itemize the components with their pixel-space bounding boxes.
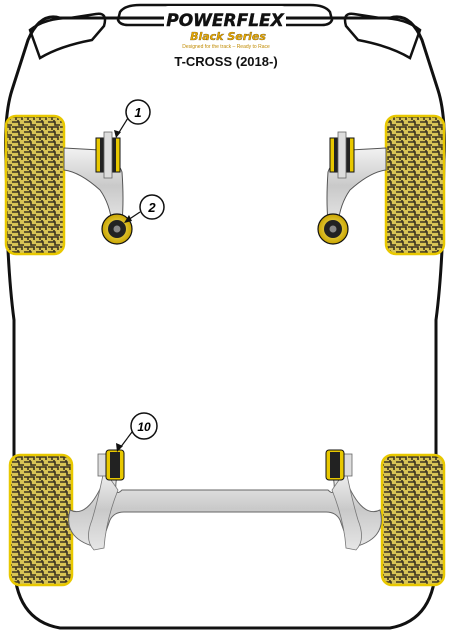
left-headlight-outline: [28, 12, 107, 60]
rear-right-arm: [331, 469, 362, 551]
callout-10: 10: [116, 412, 158, 452]
front-left-upper-bush: [95, 131, 121, 179]
rear-anti-roll-bar: [68, 469, 382, 549]
car-body-outline: [4, 15, 446, 630]
callout-2-label: 2: [147, 200, 156, 215]
front-left-rear-bush: [101, 213, 133, 245]
front-right-tyre: [384, 114, 446, 256]
logo-tagline: Designed for the track – Ready to Race: [182, 44, 270, 50]
logo-bottom-text: Black Series: [190, 30, 266, 43]
logo-top-text: POWERFLEX: [166, 11, 284, 31]
rear-right-arb-bush: [325, 449, 353, 481]
rear-right-tyre: [380, 453, 446, 587]
front-left-tyre: [4, 114, 66, 256]
model-title: T-CROSS (2018-): [174, 54, 277, 69]
callout-10-label: 10: [137, 420, 151, 434]
callout-1: 1: [114, 99, 151, 138]
front-right-upper-bush: [329, 131, 355, 179]
callout-2: 2: [124, 194, 165, 223]
rear-left-tyre: [8, 453, 74, 587]
rear-left-arb-bush: [97, 449, 125, 481]
powerflex-logo: POWERFLEX Black Series Designed for the …: [164, 6, 286, 52]
bonnet-outline: [116, 3, 334, 27]
rear-left-arm: [88, 469, 119, 551]
front-right-rear-bush: [317, 213, 349, 245]
callout-1-label: 1: [134, 105, 141, 120]
right-headlight-outline: [343, 12, 422, 60]
